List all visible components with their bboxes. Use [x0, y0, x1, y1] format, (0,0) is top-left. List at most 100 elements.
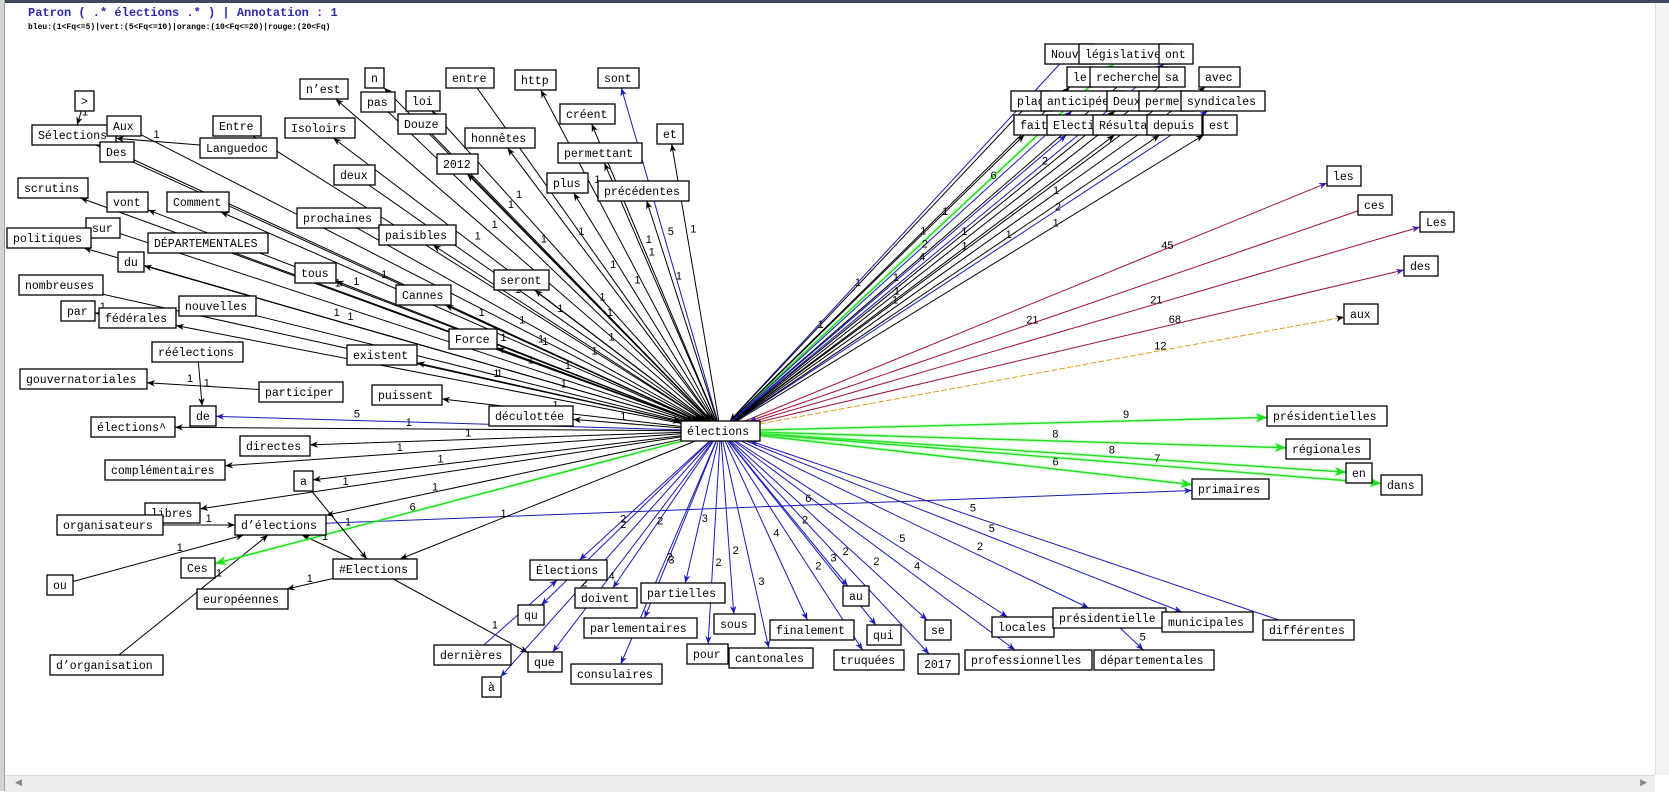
word-node[interactable]: nombreuses	[19, 275, 103, 295]
center-node[interactable]: élections	[681, 421, 760, 441]
word-node[interactable]: permettant	[558, 143, 642, 163]
word-node[interactable]: à	[482, 677, 501, 697]
word-node[interactable]: qu	[518, 605, 544, 625]
word-node[interactable]: puissent	[372, 385, 442, 405]
word-node[interactable]: les	[1327, 166, 1361, 186]
horizontal-scrollbar[interactable]: ◀ ▶	[5, 775, 1655, 792]
word-node[interactable]: Aux	[107, 116, 141, 136]
word-node[interactable]: >	[75, 91, 94, 111]
word-node[interactable]: 2017	[918, 654, 959, 674]
word-node[interactable]: Force	[449, 329, 497, 349]
word-node[interactable]: présidentielles	[1267, 406, 1387, 426]
word-node[interactable]: Douze	[398, 114, 446, 134]
word-node[interactable]: que	[528, 652, 562, 672]
word-node[interactable]: régionales	[1286, 439, 1370, 459]
word-node[interactable]: partielles	[641, 583, 725, 603]
word-node[interactable]: recherche	[1090, 67, 1167, 87]
word-node[interactable]: paisibles	[379, 225, 456, 245]
word-node[interactable]: prochaines	[297, 208, 381, 228]
word-node[interactable]: au	[843, 586, 869, 606]
word-node[interactable]: parlementaires	[584, 618, 697, 638]
word-node[interactable]: déculottée	[489, 406, 573, 426]
word-node[interactable]: par	[61, 301, 95, 321]
vertical-scrollbar[interactable]	[1655, 3, 1669, 775]
word-node[interactable]: législative	[1079, 44, 1170, 64]
word-node[interactable]: seront	[494, 270, 549, 290]
word-node[interactable]: Les	[1420, 212, 1454, 232]
word-node[interactable]: des	[1404, 256, 1438, 276]
word-node[interactable]: Comment	[167, 192, 229, 212]
word-node[interactable]: a	[294, 471, 313, 491]
word-node[interactable]: gouvernatoriales	[20, 369, 147, 389]
word-node[interactable]: deux	[334, 165, 375, 185]
word-node[interactable]: honnêtes	[465, 128, 535, 148]
word-node[interactable]: municipales	[1162, 612, 1253, 632]
word-node[interactable]: sont	[598, 68, 639, 88]
word-node[interactable]: pas	[361, 92, 395, 112]
word-node[interactable]: précédentes	[598, 181, 689, 201]
word-node[interactable]: élections^	[91, 417, 175, 437]
word-node[interactable]: syndicales	[1181, 91, 1265, 111]
word-node[interactable]: Ces	[181, 558, 215, 578]
word-node[interactable]: aux	[1344, 304, 1378, 324]
word-node[interactable]: politiques	[7, 228, 91, 248]
word-node[interactable]: scrutins	[18, 178, 88, 198]
word-node[interactable]: DÉPARTEMENTALES	[148, 233, 268, 253]
word-node[interactable]: qui	[867, 625, 901, 645]
word-node[interactable]: organisateurs	[57, 515, 163, 535]
word-node[interactable]: doivent	[575, 588, 637, 608]
word-node[interactable]: réélections	[152, 342, 243, 362]
word-node[interactable]: ou	[47, 575, 73, 595]
word-node[interactable]: pour	[687, 644, 728, 664]
word-node[interactable]: d’organisation	[50, 655, 163, 675]
word-node[interactable]: dernières	[434, 645, 511, 665]
word-node[interactable]: directes	[240, 436, 310, 456]
scroll-left-icon[interactable]: ◀	[15, 778, 22, 788]
word-node[interactable]: truquées	[834, 650, 904, 670]
word-node[interactable]: en	[1346, 463, 1372, 483]
word-node[interactable]: locales	[992, 617, 1054, 637]
word-node[interactable]: du	[118, 252, 144, 272]
word-node[interactable]: ces	[1358, 195, 1392, 215]
word-node[interactable]: Entre	[213, 116, 261, 136]
word-node[interactable]: participer	[259, 382, 343, 402]
word-node[interactable]: ont	[1159, 44, 1193, 64]
word-node[interactable]: différentes	[1263, 620, 1354, 640]
word-node[interactable]: Des	[100, 142, 134, 162]
word-node[interactable]: complémentaires	[105, 460, 225, 480]
word-node[interactable]: est	[1203, 115, 1237, 135]
word-node[interactable]: tous	[295, 263, 336, 283]
word-node[interactable]: professionnelles	[965, 650, 1092, 670]
word-node[interactable]: Élections	[530, 560, 607, 580]
word-node[interactable]: de	[190, 406, 216, 426]
word-node[interactable]: loi	[406, 91, 440, 111]
word-node[interactable]: Isoloirs	[285, 118, 355, 138]
word-node[interactable]: vont	[107, 192, 148, 212]
word-node[interactable]: primaires	[1192, 479, 1269, 499]
word-node[interactable]: fédérales	[99, 308, 176, 328]
word-node[interactable]: existent	[347, 345, 417, 365]
word-node[interactable]: http	[515, 70, 556, 90]
word-node[interactable]: le	[1067, 67, 1093, 87]
word-node[interactable]: avec	[1199, 67, 1240, 87]
word-node[interactable]: n	[365, 68, 384, 88]
word-node[interactable]: d’élections	[235, 515, 326, 535]
word-node[interactable]: cantonales	[729, 648, 813, 668]
word-node[interactable]: 2012	[437, 154, 478, 174]
word-node[interactable]: entre	[446, 68, 494, 88]
word-node[interactable]: #Elections	[333, 559, 417, 579]
word-node[interactable]: dans	[1381, 475, 1422, 495]
word-node[interactable]: sa	[1159, 67, 1185, 87]
word-node[interactable]: n’est	[300, 79, 348, 99]
word-node[interactable]: plus	[547, 173, 588, 193]
word-node[interactable]: et	[657, 124, 683, 144]
word-node[interactable]: sous	[714, 614, 755, 634]
word-node[interactable]: consulaires	[571, 664, 662, 684]
word-node[interactable]: Languedoc	[200, 138, 277, 158]
scroll-right-icon[interactable]: ▶	[1640, 778, 1647, 788]
word-node[interactable]: présidentielle	[1053, 608, 1166, 628]
word-node[interactable]: créent	[560, 104, 615, 124]
word-node[interactable]: nouvelles	[179, 296, 256, 316]
word-node[interactable]: se	[925, 620, 951, 640]
